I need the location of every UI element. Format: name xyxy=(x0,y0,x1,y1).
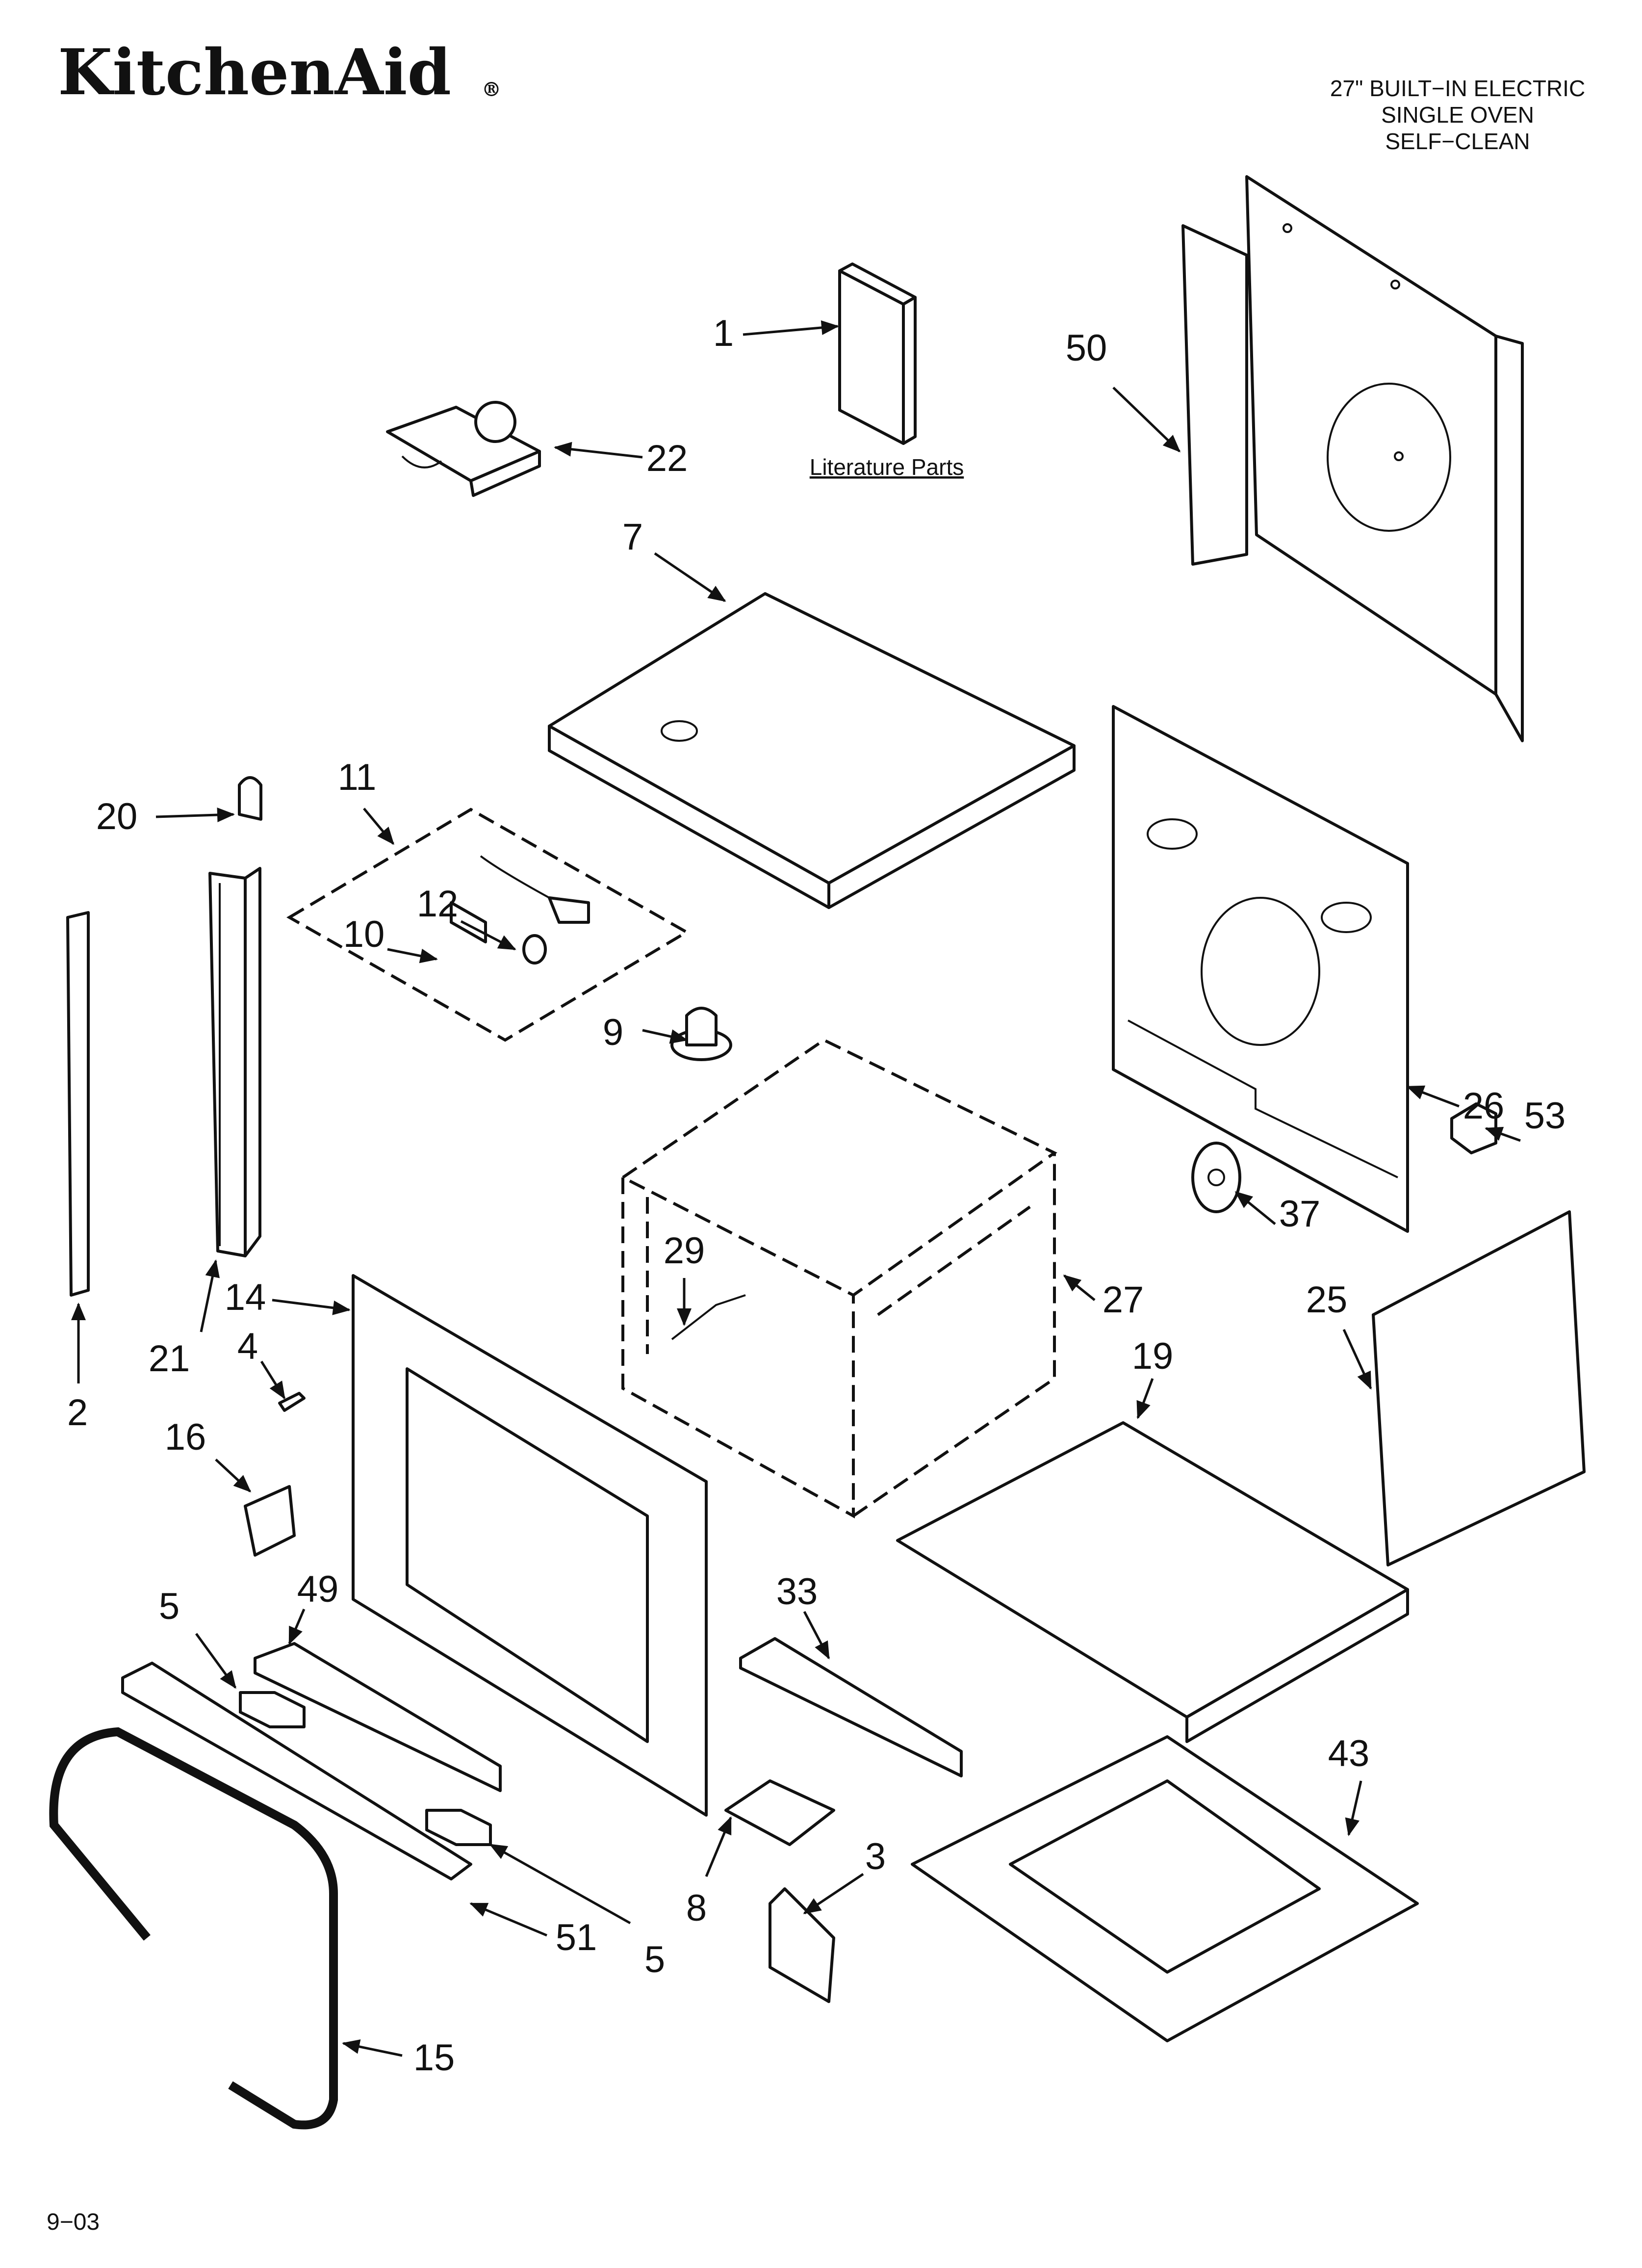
callout-2: 2 xyxy=(67,1392,88,1434)
callout-22: 22 xyxy=(646,438,688,479)
part-33-rail xyxy=(739,1637,963,1777)
part-21-side-channel xyxy=(208,867,261,1257)
callout-29: 29 xyxy=(664,1230,705,1272)
part-10-lens xyxy=(450,901,487,943)
callout-16: 16 xyxy=(165,1416,206,1458)
part-9-element xyxy=(670,1007,732,1061)
part-5-spacer-a xyxy=(239,1691,306,1728)
callout-5-lower: 5 xyxy=(644,1939,665,1981)
callout-53: 53 xyxy=(1524,1095,1566,1137)
callout-21: 21 xyxy=(149,1338,190,1380)
registered-mark: ® xyxy=(482,78,501,101)
part-43-base-pan xyxy=(911,1735,1419,2042)
callout-26: 26 xyxy=(1463,1085,1505,1127)
callout-9: 9 xyxy=(603,1012,623,1053)
callout-11: 11 xyxy=(338,756,377,798)
part-5-spacer-b xyxy=(425,1809,492,1846)
callout-12: 12 xyxy=(417,883,459,925)
callout-27: 27 xyxy=(1103,1279,1144,1321)
callout-33: 33 xyxy=(776,1571,818,1613)
brand-name: KitchenAid xyxy=(58,36,451,109)
part-15-gasket xyxy=(49,1727,338,2130)
part-51-trim xyxy=(121,1662,472,1880)
callout-25: 25 xyxy=(1306,1279,1348,1321)
callout-20: 20 xyxy=(96,796,138,837)
part-49-trim xyxy=(254,1642,502,1792)
part-12-bulb xyxy=(522,934,547,965)
callout-labels: 1 50 22 7 20 11 12 10 9 26 53 37 2 21 29… xyxy=(67,313,1565,2079)
part-29-sensor xyxy=(671,1294,746,1340)
callout-10: 10 xyxy=(343,913,385,955)
callout-49: 49 xyxy=(297,1568,339,1610)
part-19-bottom-tray xyxy=(896,1421,1409,1743)
part-22-latch-assembly xyxy=(386,401,541,497)
callout-50: 50 xyxy=(1066,327,1107,369)
part-11-light-assembly-group xyxy=(286,808,690,1042)
callout-4: 4 xyxy=(237,1326,258,1367)
callout-37: 37 xyxy=(1279,1193,1321,1235)
part-50-rear-panel xyxy=(1181,175,1524,742)
part-14-front-frame xyxy=(352,1274,708,1817)
part-27-oven-cavity xyxy=(620,1038,1057,1519)
part-8-plate xyxy=(724,1779,835,1846)
callout-19: 19 xyxy=(1132,1335,1174,1377)
callout-7: 7 xyxy=(622,516,643,558)
literature-parts-label: Literature Parts xyxy=(810,454,964,480)
part-26-rear-wall xyxy=(1112,705,1409,1233)
callout-3: 3 xyxy=(865,1836,886,1877)
brand-logo: KitchenAid ® xyxy=(58,36,501,109)
callout-43: 43 xyxy=(1328,1733,1370,1774)
callout-51: 51 xyxy=(556,1917,597,1958)
callout-1: 1 xyxy=(713,313,734,354)
leader-lines xyxy=(71,320,1521,2057)
part-16-bracket xyxy=(244,1485,296,1557)
part-4-screw xyxy=(278,1392,306,1412)
callout-14: 14 xyxy=(225,1277,266,1318)
header-line-1: 27" BUILT−IN ELECTRIC xyxy=(1330,76,1585,101)
part-20-cap xyxy=(238,776,262,821)
header-line-3: SELF−CLEAN xyxy=(1385,129,1530,154)
part-37-thermostat xyxy=(1191,1142,1241,1213)
header-line-2: SINGLE OVEN xyxy=(1381,102,1534,128)
footer-date-code: 9−03 xyxy=(47,2209,100,2235)
part-1-literature xyxy=(838,262,917,445)
part-2-trim-strip xyxy=(66,911,90,1297)
callout-15: 15 xyxy=(413,2037,455,2079)
part-3-hinge-bracket xyxy=(769,1887,835,2003)
part-7-top-panel xyxy=(548,592,1076,909)
callout-5-upper: 5 xyxy=(159,1586,180,1627)
callout-8: 8 xyxy=(686,1887,707,1929)
part-25-side-panel xyxy=(1372,1210,1586,1566)
